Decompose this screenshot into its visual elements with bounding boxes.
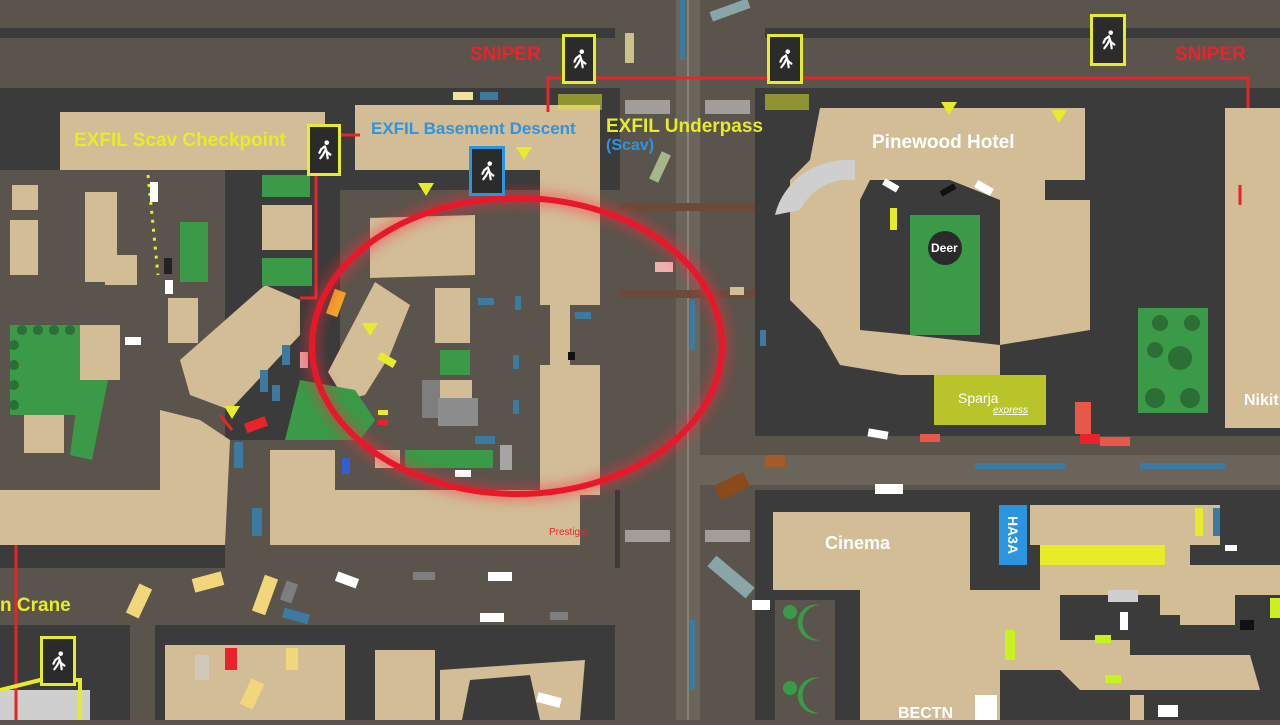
sparja-express-label: express xyxy=(993,405,1029,416)
bottom-partial-label: BECTN xyxy=(898,705,954,722)
cinema-label: Cinema xyxy=(825,533,891,553)
exfil-scav-checkpoint-exit-icon[interactable] xyxy=(307,124,341,176)
prestigio-label: Prestigio xyxy=(549,527,588,538)
exfil-basement-descent-exit-icon[interactable] xyxy=(469,146,505,196)
exfil-sniper-left-exit-icon[interactable] xyxy=(562,34,596,84)
exfil-sniper-mid-exit-icon[interactable] xyxy=(767,34,803,84)
sniper-label-right: SNIPER xyxy=(1175,44,1246,65)
ha3a-label: HA3A xyxy=(1005,515,1021,555)
crane-label: n Crane xyxy=(0,595,71,616)
exfil-underpass-scav-label: (Scav) xyxy=(606,137,655,154)
exfil-crane-exit-icon[interactable] xyxy=(40,636,76,686)
exfil-scav-checkpoint-label: EXFIL Scav Checkpoint xyxy=(74,130,286,151)
sniper-label-left: SNIPER xyxy=(470,44,541,65)
exfil-basement-descent-label: EXFIL Basement Descent xyxy=(371,119,576,138)
nikit-label: Nikit xyxy=(1244,392,1279,409)
exfil-underpass-label: EXFIL Underpass xyxy=(606,116,763,137)
marker-triangles xyxy=(224,102,1067,419)
ha3a-sign: HA3A xyxy=(999,505,1027,565)
deer-label: Deer xyxy=(931,241,958,255)
pinewood-hotel-label: Pinewood Hotel xyxy=(872,132,1015,153)
sparja-label: Sparja xyxy=(958,390,999,406)
exfil-sniper-right-exit-icon[interactable] xyxy=(1090,14,1126,66)
